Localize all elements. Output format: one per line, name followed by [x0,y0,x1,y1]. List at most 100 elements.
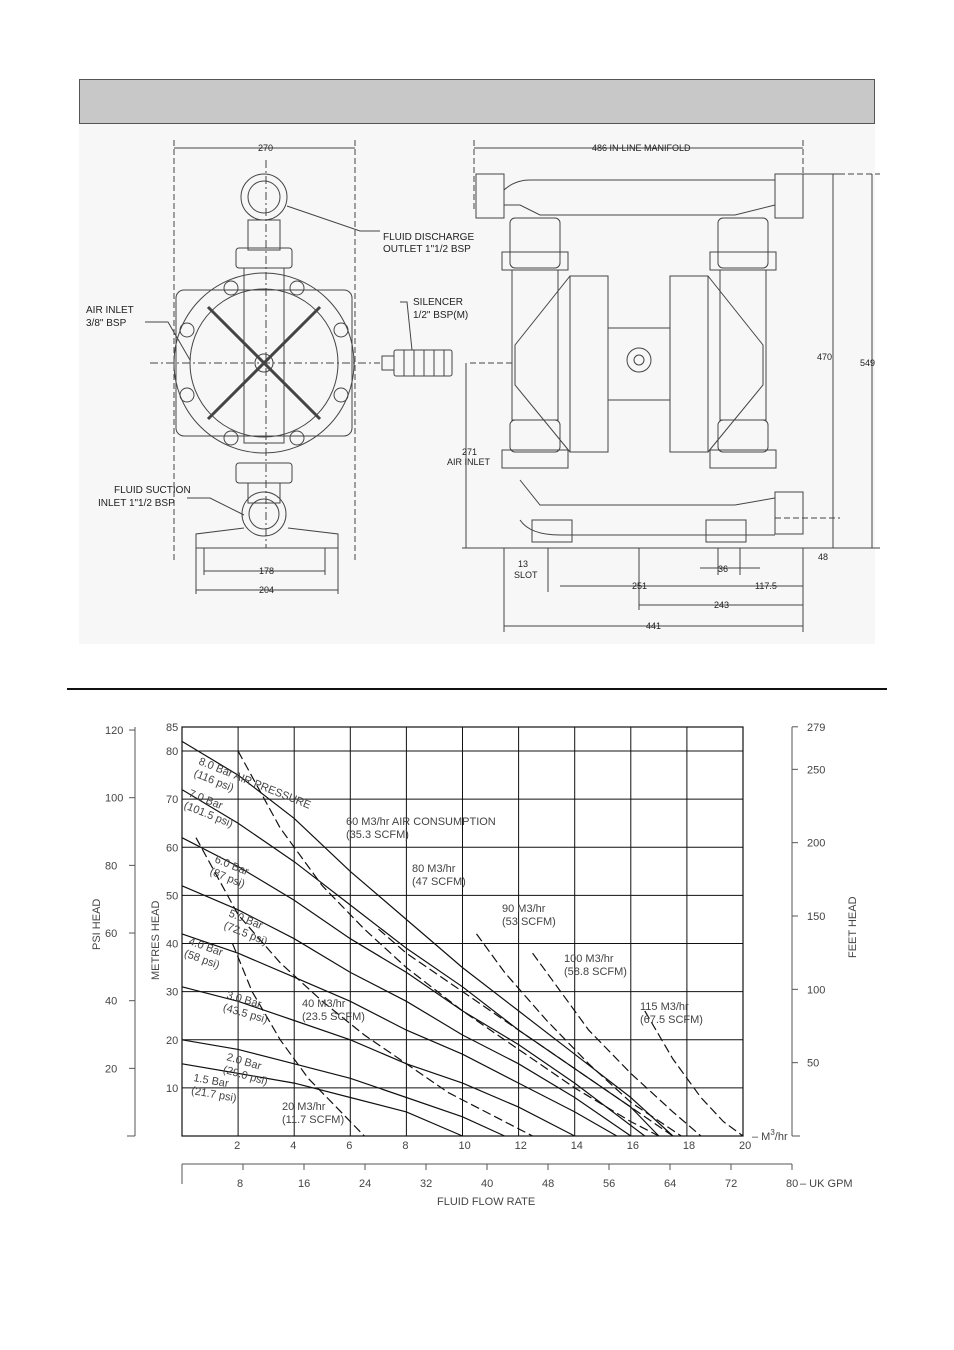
x-tick-label: 10 [459,1140,471,1152]
x-tick-label: 20 [739,1140,751,1152]
x-tick-label: 16 [627,1140,639,1152]
annotation-line-2: (47 SCFM) [412,876,466,888]
psi-tick-label: 120 [105,725,123,737]
annotation-line-2: (67.5 SCFM) [640,1014,703,1026]
curve-annotation: 6.0 Bar(87 psi) [208,854,251,891]
feet-tick-label: 279 [807,722,825,734]
silencer-label-1: SILENCER [413,297,463,308]
curve-annotation: 20 M3/hr(11.7 SCFM) [282,1101,344,1126]
chart-axes [127,726,800,1184]
x-tick-label: 12 [515,1140,527,1152]
metres-head-label: METRES HEAD [150,900,162,980]
air-pressure-curve [181,986,575,1137]
front-view [145,140,380,594]
gpm-tick-label: 64 [664,1178,676,1190]
silencer-view [381,301,453,377]
dim-178: 178 [259,566,274,576]
gpm-tick-label: 48 [542,1178,554,1190]
gpm-tick-label: 32 [420,1178,432,1190]
gpm-tick-label: 40 [481,1178,493,1190]
dim-117-5: 117.5 [755,581,777,591]
dimension-drawing-panel [79,124,875,644]
feet-head-label: FEET HEAD [847,896,859,958]
annotation-line-1: 40 M3/hr [302,998,346,1010]
curve-annotation: 5.0 Bar(72.5 psi) [222,908,269,948]
chart-curves [181,740,744,1137]
psi-tick-label: 100 [105,793,123,805]
slot-label: SLOT [514,570,538,580]
metres-tick-label: 20 [166,1035,178,1047]
m3hr-unit-label: – M3/hr [752,1128,788,1143]
suction-label-2: INLET 1"1/2 BSP [98,498,175,509]
curve-annotation: 60 M3/hr AIR CONSUMPTION(35.3 SCFM) [346,816,496,841]
psi-tick-label: 60 [105,928,117,940]
fluid-flow-rate-label: FLUID FLOW RATE [437,1196,535,1208]
x-tick-label: 6 [346,1140,352,1152]
curve-annotation: 115 M3/hr(67.5 SCFM) [640,1001,703,1026]
curve-annotation: 4.0 Bar(58 psi) [183,936,225,972]
metres-tick-label: 85 [166,722,178,734]
uk-gpm-label: – UK GPM [800,1178,853,1190]
air-inlet-label-1: AIR INLET [86,305,134,316]
air-consumption-curve [476,933,682,1137]
annotation-line-1: 80 M3/hr [412,863,456,875]
dim-36: 36 [718,564,728,574]
suction-label-1: FLUID SUCTION [114,485,191,496]
gpm-tick-label: 72 [725,1178,737,1190]
feet-tick-label: 150 [807,911,825,923]
air-pressure-curve [181,1039,505,1137]
air-inlet-label-2: 3/8" BSP [86,318,127,329]
dim-13: 13 [518,559,528,569]
x-tick-label: 2 [234,1140,240,1152]
silencer-label-2: 1/2" BSP(M) [413,310,468,321]
air-consumption-curve [532,952,702,1137]
annotation-line-2: (53 SCFM) [502,916,556,928]
curve-annotation: 80 M3/hr(47 SCFM) [412,863,466,888]
metres-tick-label: 80 [166,746,178,758]
curve-annotation: 90 M3/hr(53 SCFM) [502,903,556,928]
side-air-inlet-label: AIR INLET [447,457,491,467]
pump-dimension-drawing: 270 FLUID DISCHARGE OUTLET 1"1/2 BSP AIR… [86,140,880,632]
gpm-tick-label: 16 [298,1178,310,1190]
annotation-line-1: 100 M3/hr [564,953,614,965]
gpm-tick-label: 8 [237,1178,243,1190]
air-pressure-curve [181,933,618,1137]
annotation-line-1: 90 M3/hr [502,903,546,915]
air-consumption-curve [644,1010,744,1137]
psi-tick-label: 80 [105,860,117,872]
dim-470: 470 [817,352,832,362]
chart-annotations: 8.0 Bar AIR PRESSURE(116 psi)7.0 Bar(101… [182,756,703,1126]
air-consumption-curve [378,928,674,1137]
annotation-line-2: (11.7 SCFM) [282,1114,344,1126]
dim-441: 441 [646,621,661,631]
dim-271: 271 [462,447,477,457]
air-consumption-curve [195,837,533,1137]
air-pressure-curve [181,837,646,1137]
x-tick-label: 8 [402,1140,408,1152]
gpm-tick-label: 56 [603,1178,615,1190]
dim-549: 549 [860,358,875,368]
metres-tick-label: 60 [166,842,178,854]
annotation-line-2: (58.8 SCFM) [564,966,627,978]
dim-204: 204 [259,585,274,595]
dim-270: 270 [258,143,273,153]
dim-48: 48 [818,552,828,562]
discharge-label-1: FLUID DISCHARGE [383,232,474,243]
psi-tick-label: 40 [105,996,117,1008]
air-pressure-curve [181,1063,463,1137]
metres-tick-label: 40 [166,939,178,951]
gpm-tick-label: 80 [786,1178,798,1190]
curve-annotation: 3.0 Bar(43.5 psi) [222,989,269,1026]
feet-tick-label: 200 [807,838,825,850]
psi-tick-label: 20 [105,1063,117,1075]
x-tick-label: 4 [290,1140,296,1152]
annotation-line-1: 20 M3/hr [282,1101,326,1113]
annotation-line-1: 60 M3/hr AIR CONSUMPTION [346,816,496,828]
annotation-line-2: (35.3 SCFM) [346,829,409,841]
curve-annotation: 40 M3/hr(23.5 SCFM) [302,998,365,1023]
section-divider [67,688,887,690]
x-tick-label: 18 [683,1140,695,1152]
annotation-line-2: (23.5 SCFM) [302,1011,365,1023]
